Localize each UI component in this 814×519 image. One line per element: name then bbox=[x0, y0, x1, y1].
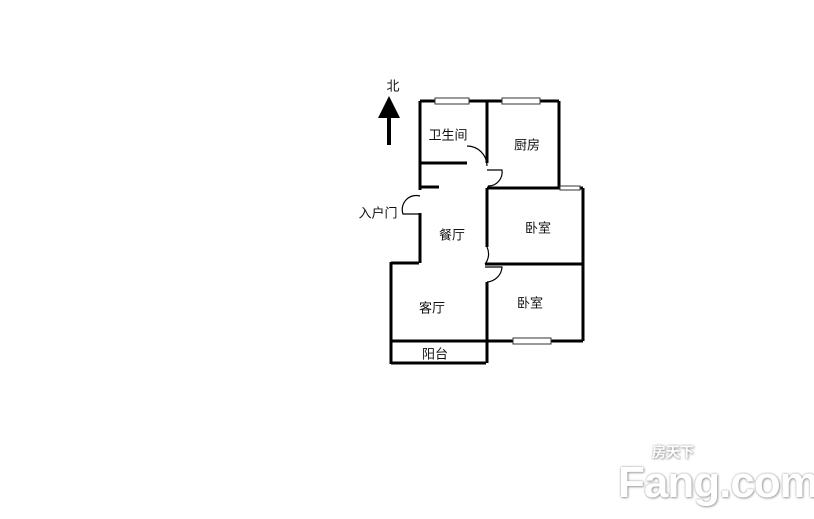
walls bbox=[389, 99, 585, 365]
room-label-dining: 餐厅 bbox=[438, 228, 466, 244]
room-label-entrance: 入户门 bbox=[358, 206, 398, 222]
windows bbox=[434, 97, 581, 345]
north-arrow-icon bbox=[378, 96, 400, 145]
watermark-chinese: 房天下 bbox=[652, 444, 694, 460]
room-label-living: 客厅 bbox=[418, 301, 446, 317]
door-swings bbox=[401, 145, 503, 283]
room-label-bedroom-1: 卧室 bbox=[524, 221, 552, 237]
room-label-bedroom-2: 卧室 bbox=[516, 296, 544, 312]
watermark-logo: 房天下 Fang.com bbox=[618, 444, 814, 506]
compass-label: 北 bbox=[386, 79, 400, 95]
watermark-brand: Fang.com bbox=[618, 458, 814, 507]
room-label-kitchen: 厨房 bbox=[513, 138, 541, 154]
room-label-bathroom: 卫生间 bbox=[428, 128, 468, 144]
room-label-balcony: 阳台 bbox=[421, 347, 449, 363]
